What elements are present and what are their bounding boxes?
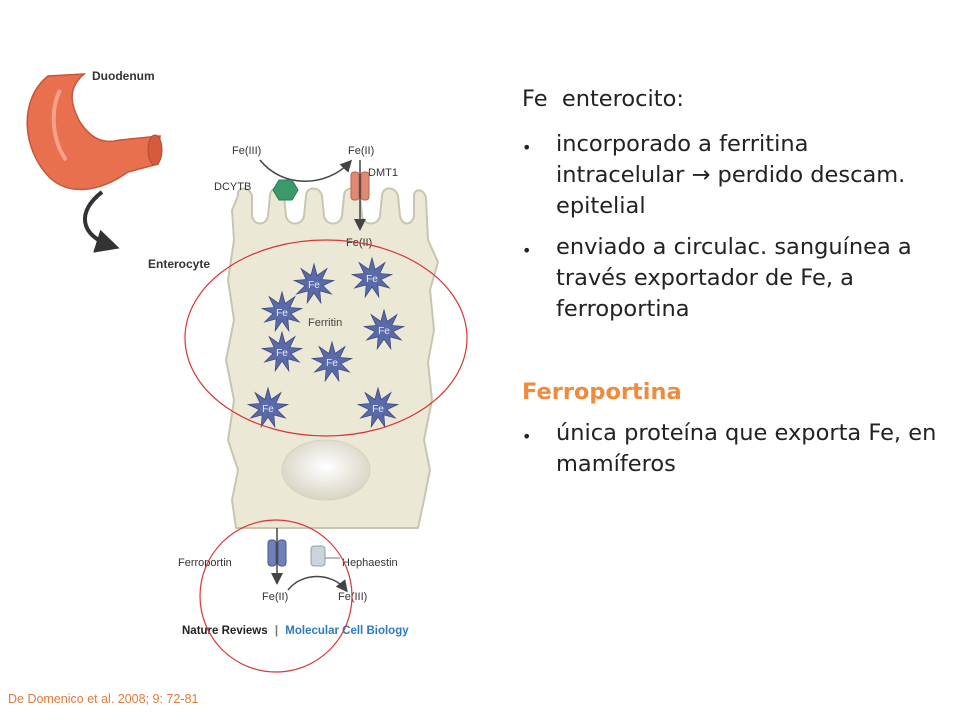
fe-star-label: Fe — [262, 404, 274, 415]
journal-separator: | — [275, 625, 278, 637]
fe-star — [260, 330, 304, 373]
dmt1-label: DMT1 — [368, 167, 398, 179]
bullet-text: incorporado a ferritina intracelular → p… — [556, 131, 906, 220]
fe-star — [350, 256, 394, 299]
fe-star-label: Fe — [326, 358, 338, 369]
bullet-text: enviado a circulac. sanguínea a través e… — [556, 234, 912, 323]
ferroportin-label: Ferroportin — [178, 557, 232, 569]
hephaestin-protein — [310, 545, 326, 567]
bullet-circulacion: • enviado a circulac. sanguínea a través… — [522, 232, 942, 325]
enterocyte-label: Enterocyte — [148, 257, 210, 271]
nucleus — [281, 439, 371, 501]
duodenum-to-enterocyte-arrow — [83, 190, 120, 253]
fe-star-label: Fe — [276, 308, 288, 319]
dcytb-transporter — [272, 179, 299, 201]
hephaestin-label: Hephaestin — [342, 557, 398, 569]
fe3-top-label: Fe(III) — [232, 145, 261, 157]
fe-star-label: Fe — [372, 404, 384, 415]
fe-star-label: Fe — [378, 326, 390, 337]
fe3-to-fe2-arrow — [259, 159, 353, 182]
subheading-ferroportina: Ferroportina — [522, 379, 682, 406]
ferritin-label: Ferritin — [308, 317, 342, 329]
fe2-bottom-label: Fe(II) — [262, 591, 288, 603]
enterocyte-iron-diagram: Duodenum Enterocyte Fe(III) Fe(II) DCYTB… — [26, 69, 468, 673]
bullet-ferritina: • incorporado a ferritina intracelular →… — [522, 129, 942, 222]
fe-star — [246, 386, 290, 429]
text-panel: Fe enterocito: • incorporado a ferritina… — [522, 84, 942, 490]
fe-star-label: Fe — [366, 274, 378, 285]
journal-credit: Nature Reviews | Molecular Cell Biology — [182, 625, 409, 637]
highlight-circle-ferroportin — [199, 519, 353, 673]
duodenum-illustration — [26, 73, 163, 191]
journal-left: Nature Reviews — [182, 625, 268, 637]
bullet-dot: • — [522, 138, 532, 158]
fe-star — [356, 386, 400, 429]
dmt1-transporter — [350, 171, 370, 201]
bullet-dot: • — [522, 241, 532, 261]
ferroportin-transporter — [267, 539, 287, 567]
duodenum-label: Duodenum — [92, 69, 155, 83]
heading-fe-enterocito: Fe enterocito: — [522, 86, 684, 112]
fe-star-label: Fe — [308, 280, 320, 291]
bullet-unica-proteina: • única proteína que exporta Fe, en mamí… — [522, 418, 942, 480]
bullet-dot: • — [522, 427, 532, 447]
fe-star — [292, 262, 336, 305]
fe2-top-label: Fe(II) — [348, 145, 374, 157]
fe-star — [260, 290, 304, 333]
dcytb-label: DCYTB — [214, 181, 251, 193]
bullet-text: única proteína que exporta Fe, en mamífe… — [556, 420, 937, 478]
fe-star — [310, 340, 354, 383]
journal-right: Molecular Cell Biology — [285, 625, 409, 637]
highlight-circle-ferritin — [184, 239, 468, 437]
fe3-bottom-label: Fe(III) — [338, 591, 367, 603]
fe-star — [362, 308, 406, 351]
fe-star-label: Fe — [276, 348, 288, 359]
fe2-to-fe3-arrow — [287, 575, 348, 593]
citation: De Domenico et al. 2008; 9: 72-81 — [8, 692, 199, 706]
